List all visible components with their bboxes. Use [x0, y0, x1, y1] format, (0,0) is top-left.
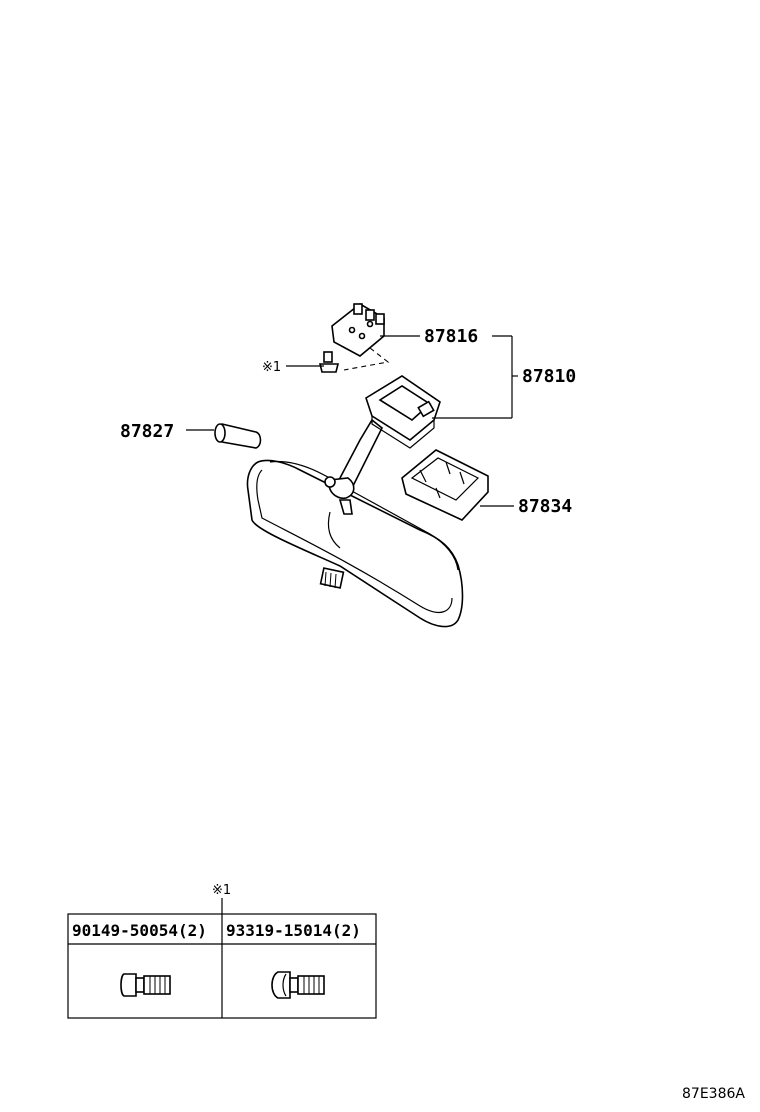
table-mark: ※1	[212, 883, 231, 898]
screw-icon	[271, 971, 325, 999]
callout-mark1: ※1	[262, 360, 281, 375]
leader-lines	[186, 335, 518, 507]
screw-mark1	[318, 351, 340, 373]
callout-87834: 87834	[518, 496, 572, 517]
mirror-body	[246, 459, 464, 628]
table-header-0: 90149-50054(2)	[72, 921, 207, 940]
clip-87816	[331, 303, 390, 371]
drawing-code: 87E386A	[682, 1086, 745, 1102]
callout-87816: 87816	[424, 326, 478, 347]
callout-87827: 87827	[120, 421, 174, 442]
cover-87834	[401, 449, 489, 521]
callout-87810: 87810	[522, 366, 576, 387]
mirror-stay	[324, 375, 441, 515]
table-header-1: 93319-15014(2)	[226, 921, 361, 940]
bolt-icon	[120, 973, 171, 997]
bulb-87827	[214, 423, 262, 449]
fastener-table: ※1 90149-50054(2) 93319-15014(2)	[67, 883, 377, 1019]
